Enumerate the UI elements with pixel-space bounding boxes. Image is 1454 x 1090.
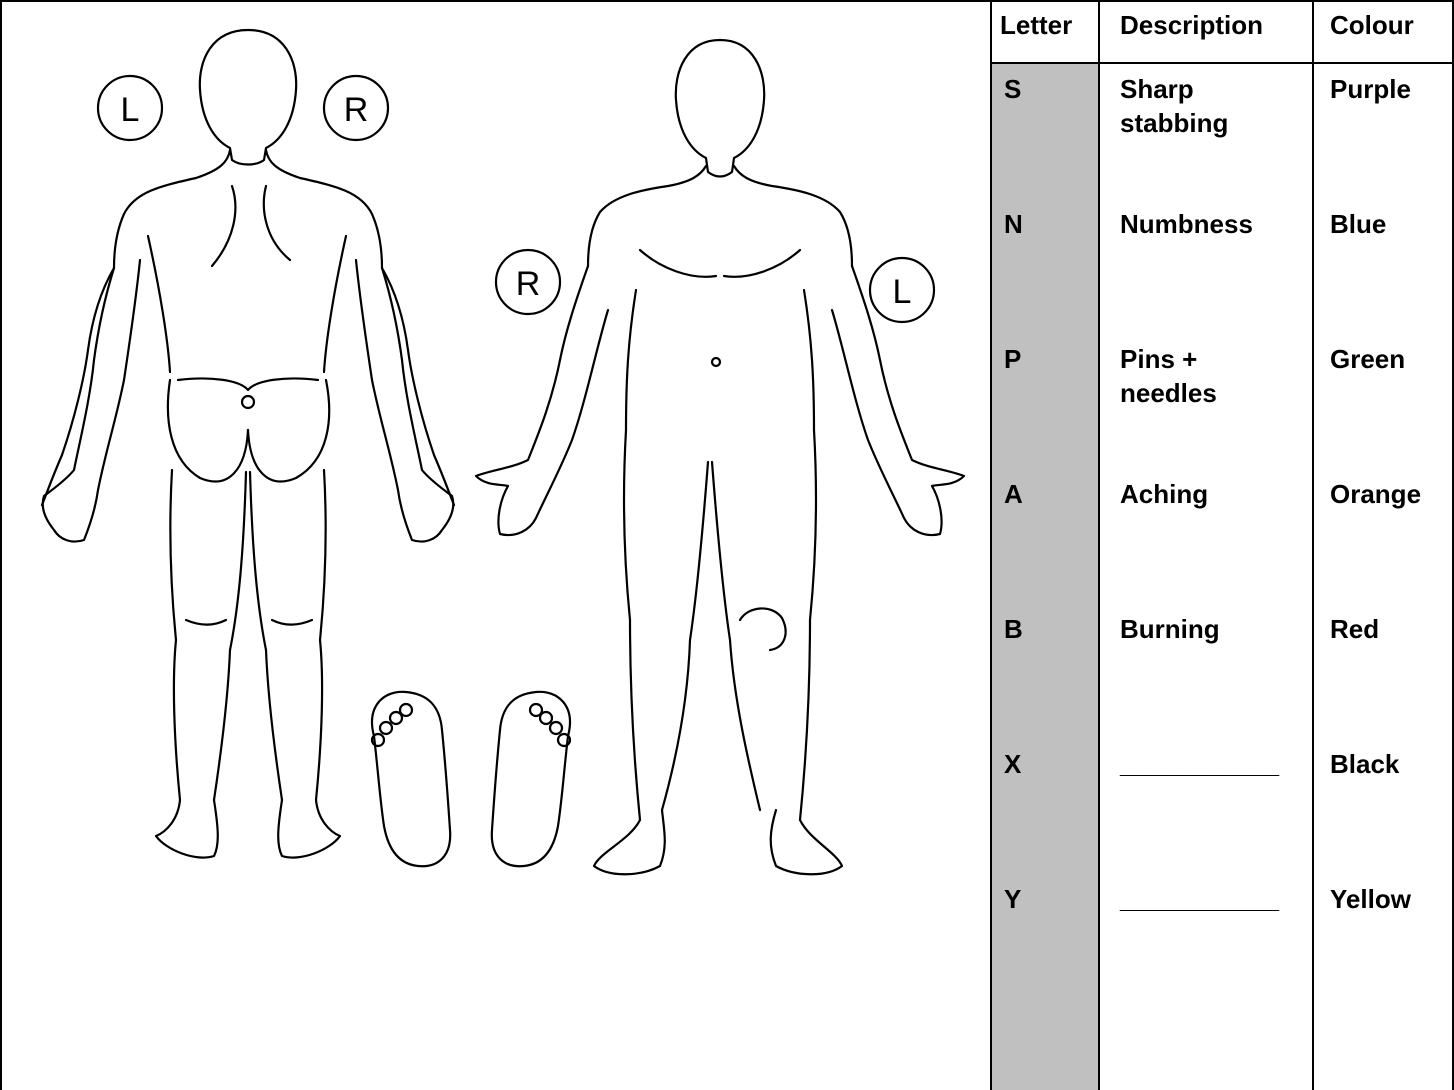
legend-description-4: Burning <box>1120 612 1306 646</box>
back-right-marker: R <box>344 91 369 129</box>
legend-letter-5: X <box>1004 747 1094 781</box>
legend-letter-4: B <box>1004 612 1094 646</box>
legend-description-0: Sharp stabbing <box>1120 72 1306 140</box>
feet-soles <box>372 692 570 866</box>
body-outline-drawing: L R R L <box>0 0 990 1090</box>
header-letter: Letter <box>1000 8 1072 42</box>
legend-description-2: Pins + needles <box>1120 342 1306 410</box>
legend-description-3: Aching <box>1120 477 1306 511</box>
legend-letter-6: Y <box>1004 882 1094 916</box>
legend-colour-0: Purple <box>1330 72 1450 106</box>
legend-letter-1: N <box>1004 207 1094 241</box>
legend-colour-3: Orange <box>1330 477 1450 511</box>
front-left-marker: L <box>893 273 912 311</box>
legend-colour-1: Blue <box>1330 207 1450 241</box>
body-diagram: L R R L <box>0 0 990 1090</box>
legend-letter-2: P <box>1004 342 1094 376</box>
legend-letter-0: S <box>1004 72 1094 106</box>
pain-legend-table: Letter Description Colour S Sharp stabbin… <box>990 0 1454 1090</box>
back-view-figure <box>42 30 454 858</box>
legend-colour-2: Green <box>1330 342 1450 376</box>
back-left-marker: L <box>121 91 140 129</box>
front-right-marker: R <box>516 265 541 303</box>
legend-colour-6: Yellow <box>1330 882 1450 916</box>
legend-description-1: Numbness <box>1120 207 1306 241</box>
legend-letter-3: A <box>1004 477 1094 511</box>
legend-description-6: ___________ <box>1120 882 1306 916</box>
front-view-figure <box>476 40 964 874</box>
header-description: Description <box>1120 8 1263 42</box>
legend-description-5: ___________ <box>1120 747 1306 781</box>
legend-colour-5: Black <box>1330 747 1450 781</box>
legend-colour-4: Red <box>1330 612 1450 646</box>
header-colour: Colour <box>1330 8 1414 42</box>
